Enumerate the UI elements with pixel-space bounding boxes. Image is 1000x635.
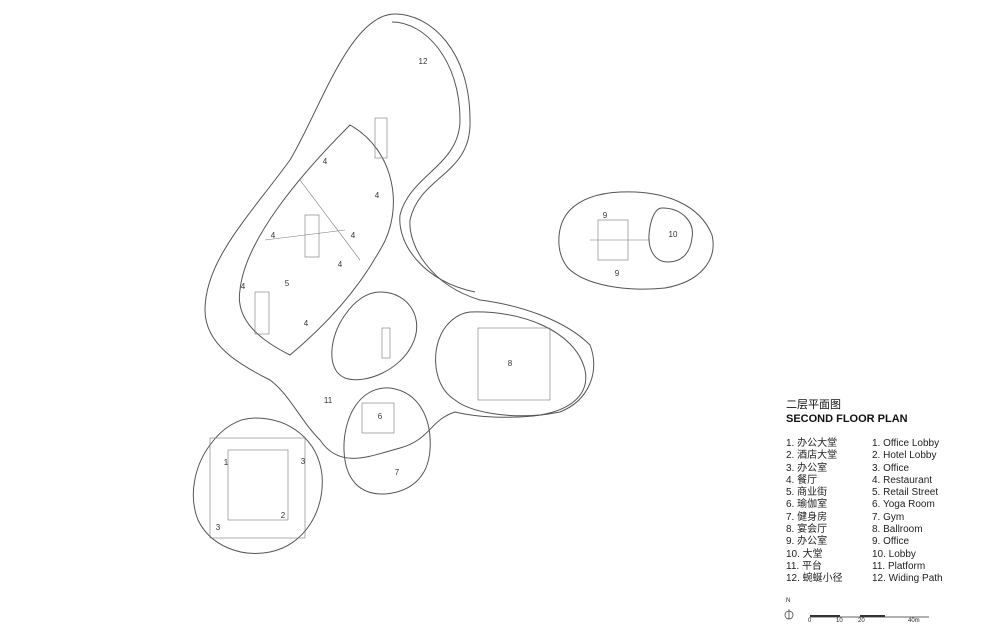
legend-item-cn: 4. 餐厅 [786, 474, 818, 486]
legend-item-cn: 11. 平台 [786, 560, 822, 572]
legend-item-en: 4. Restaurant [872, 474, 933, 486]
legend-item-cn: 6. 瑜伽室 [786, 499, 828, 511]
scale-tick: 0 [808, 618, 812, 624]
legend-item-cn: 8. 宴会厅 [786, 524, 828, 536]
office-tower-outline [558, 191, 714, 290]
legend: 二层平面图 SECOND FLOOR PLAN 1. 办公大堂 2. 酒店大堂 … [786, 398, 986, 586]
legend-item-cn: 2. 酒店大堂 [786, 450, 838, 462]
plan-label-3a: 3 [301, 457, 306, 466]
plan-label-3b: 3 [216, 523, 221, 532]
legend-column-en: 1. Office Lobby 2. Hotel Lobby 3. Office… [872, 438, 982, 586]
ballroom-outline [435, 311, 587, 417]
north-arrow-icon [784, 609, 929, 620]
legend-title-en: SECOND FLOOR PLAN [786, 413, 908, 425]
legend-item-en: 2. Hotel Lobby [872, 450, 937, 462]
legend-item-cn: 5. 商业街 [786, 487, 828, 499]
scale-bar: N 0 10 20 40m [784, 598, 944, 628]
legend-column-cn: 1. 办公大堂 2. 酒店大堂 3. 办公室 4. 餐厅 5. 商业街 6. 瑜… [786, 438, 872, 586]
scale-tick: 40m [908, 618, 920, 624]
plan-label-9b: 9 [615, 269, 620, 278]
main-building-outline [204, 13, 595, 459]
courtyard-oval [331, 291, 418, 381]
plan-label-2: 2 [281, 511, 286, 520]
gym-outline [343, 387, 431, 495]
legend-item-en: 11. Platform [872, 560, 926, 572]
legend-item-cn: 1. 办公大堂 [786, 438, 838, 449]
plan-label-4f: 4 [241, 282, 246, 291]
legend-item-en: 8. Ballroom [872, 524, 923, 536]
scale-tick: 10 [836, 618, 843, 624]
plan-label-4d: 4 [351, 231, 356, 240]
plan-label-9a: 9 [603, 211, 608, 220]
plan-label-10: 10 [669, 230, 678, 239]
legend-item-en: 10. Lobby [872, 548, 916, 560]
legend-item-cn: 10. 大堂 [786, 548, 823, 560]
plan-label-7: 7 [395, 468, 400, 477]
plan-label-12: 12 [419, 57, 428, 66]
plan-label-4c: 4 [271, 231, 276, 240]
legend-item-cn: 9. 办公室 [786, 536, 828, 548]
scale-tick: 20 [858, 618, 865, 624]
plan-label-4b: 4 [375, 191, 380, 200]
plan-label-1: 1 [224, 458, 229, 467]
legend-item-cn: 12. 蜿蜒小径 [786, 573, 843, 585]
legend-item-en: 9. Office [872, 536, 910, 548]
plan-label-11: 11 [324, 396, 333, 405]
plan-label-4e: 4 [338, 260, 343, 269]
legend-item-cn: 3. 办公室 [786, 462, 828, 474]
plan-label-5: 5 [285, 279, 290, 288]
legend-item-en: 12. Widing Path [872, 573, 943, 585]
legend-item-en: 6. Yoga Room [872, 499, 935, 511]
office-lobby-outline [192, 417, 323, 554]
legend-title-cn: 二层平面图 [786, 399, 841, 411]
legend-item-en: 1. Office Lobby [872, 438, 940, 449]
legend-item-cn: 7. 健身房 [786, 511, 828, 523]
legend-item-en: 5. Retail Street [872, 487, 939, 499]
plan-label-4a: 4 [323, 157, 328, 166]
north-label: N [786, 598, 791, 604]
plan-label-4g: 4 [304, 319, 309, 328]
legend-item-en: 7. Gym [872, 511, 905, 523]
legend-item-en: 3. Office [872, 462, 910, 474]
plan-label-8: 8 [508, 359, 513, 368]
plan-label-6: 6 [378, 412, 383, 421]
